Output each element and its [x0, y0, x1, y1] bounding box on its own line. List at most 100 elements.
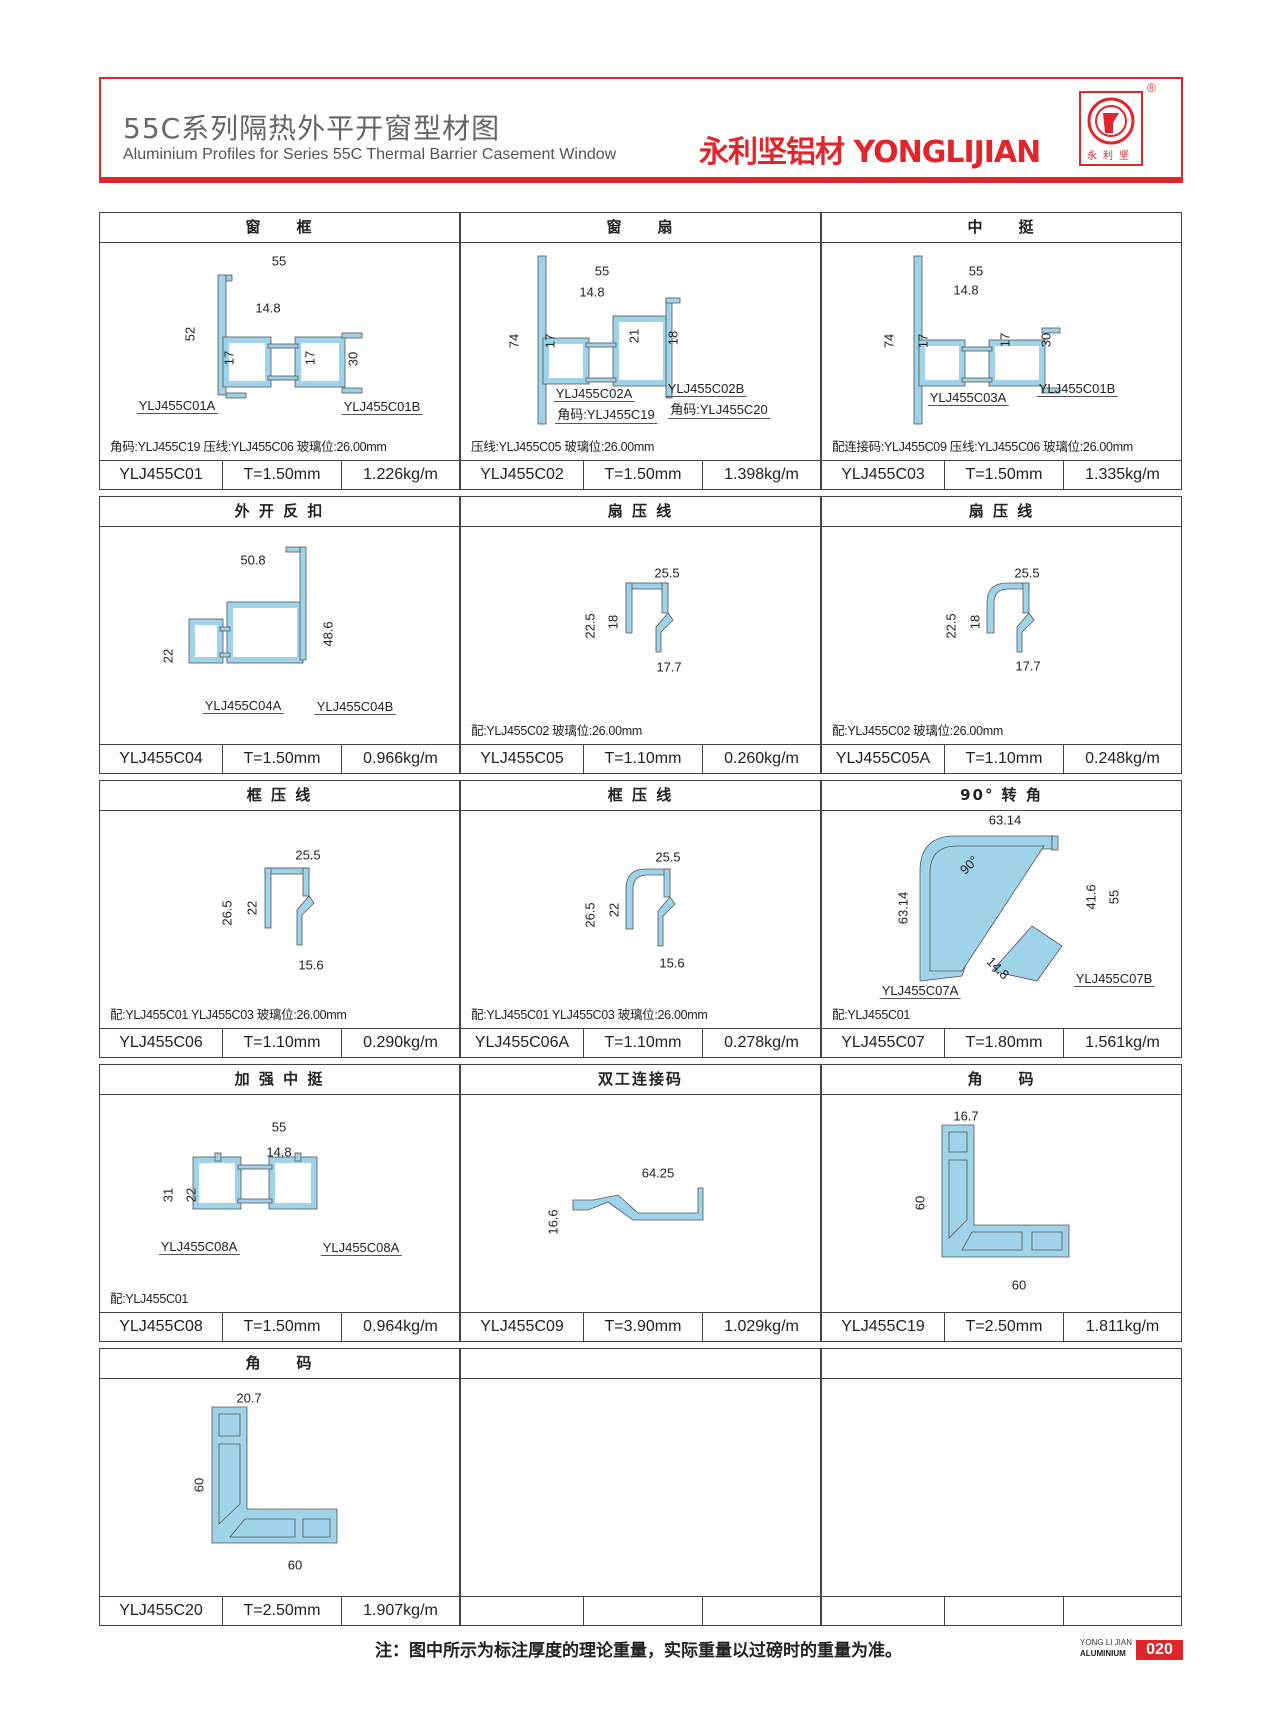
profile-section-icon	[919, 835, 1063, 982]
part-label: YLJ455C08A	[320, 1240, 402, 1256]
part-label: YLJ455C07B	[1073, 971, 1155, 987]
profile-part	[214, 1152, 222, 1162]
unit-weight: 1.811kg/m	[1085, 1318, 1160, 1335]
cell-title: 扇 压 线	[822, 497, 1181, 527]
dimension-label: 25.5	[1014, 565, 1040, 581]
unit-weight: 1.226kg/m	[363, 466, 438, 483]
unit-weight	[1064, 1597, 1181, 1625]
profile-part	[264, 867, 272, 929]
dimension-label: 74	[506, 333, 522, 349]
dimension-label: 20.7	[236, 1390, 262, 1406]
profile-part	[341, 387, 363, 394]
profile-section-icon	[572, 1187, 704, 1221]
registered-mark: ®	[1147, 81, 1156, 95]
profile-part	[961, 346, 993, 352]
spec-row	[822, 1596, 1181, 1625]
unit-weight: 0.964kg/m	[363, 1318, 438, 1335]
footnote: 注：图中所示为标注厚度的理论重量，实际重量以过磅时的重量为准。	[375, 1641, 902, 1661]
profile-code: YLJ455C05	[461, 745, 584, 773]
dimension-label: 50.8	[240, 552, 266, 568]
profile-part	[264, 867, 310, 875]
profile-part	[341, 332, 363, 339]
dimension-label: 16.7	[953, 1108, 979, 1124]
wall-thickness: T=1.10mm	[584, 745, 703, 773]
wall-thickness	[945, 1597, 1064, 1625]
dimension-label: 22	[160, 648, 176, 664]
page-badge: YONG LI JIAN ALUMINIUM 020	[1080, 1638, 1183, 1662]
brand-name: 永利坚铝材 YONGLIJIAN	[699, 135, 1041, 170]
profile-part	[218, 1413, 241, 1437]
dimension-label: 21	[626, 328, 642, 344]
dimension-label: 25.5	[295, 847, 321, 863]
wall-thickness: T=3.90mm	[584, 1313, 703, 1341]
profile-part	[1041, 327, 1061, 334]
part-label: YLJ455C04A	[202, 698, 284, 714]
wall-thickness: T=1.50mm	[223, 745, 342, 773]
dimension-label: 55	[271, 1119, 287, 1135]
profile-part	[218, 1443, 241, 1525]
profile-part	[655, 612, 674, 653]
profile-cell	[460, 1348, 821, 1626]
part-label: 角码:YLJ455C20	[668, 399, 770, 419]
part-label: YLJ455C02B	[665, 381, 747, 397]
profile-cell	[821, 1348, 1182, 1626]
unit-weight: 1.907kg/m	[363, 1602, 438, 1619]
cell-note: 压线:YLJ455C05 玻璃位:26.00mm	[471, 440, 655, 454]
profile-code	[461, 1597, 584, 1625]
cell-title: 双工连接码	[461, 1065, 820, 1095]
profile-code: YLJ455C08	[100, 1313, 223, 1341]
cell-title: 外 开 反 扣	[100, 497, 459, 527]
dimension-label: 55	[271, 253, 287, 269]
dimension-label: 18	[605, 614, 621, 630]
profile-part	[1016, 612, 1035, 653]
profile-part	[661, 582, 669, 614]
profile-part	[225, 392, 247, 399]
part-label: YLJ455C01B	[341, 399, 423, 415]
dimension-label: 30	[345, 351, 361, 367]
profile-part	[299, 546, 307, 661]
profile-code: YLJ455C01	[100, 461, 223, 489]
dimension-label: 22.5	[943, 613, 959, 639]
wall-thickness: T=1.10mm	[584, 1029, 703, 1057]
badge-brand: YONG LI JIAN	[1080, 1638, 1133, 1647]
profile-chamber	[227, 602, 303, 663]
unit-weight: 1.561kg/m	[1085, 1034, 1160, 1051]
dimension-label: 17	[221, 350, 237, 366]
page-title: 55C系列隔热外平开窗型材图	[123, 112, 501, 145]
profile-section-icon	[986, 582, 1035, 653]
unit-weight: 0.290kg/m	[363, 1034, 438, 1051]
cell-note: 配:YLJ455C01 YLJ455C03 玻璃位:26.00mm	[110, 1008, 347, 1022]
cell-title: 角 码	[100, 1349, 459, 1379]
dimension-label: 17.7	[656, 659, 682, 675]
profile-code: YLJ455C04	[100, 745, 223, 773]
dimension-label: 30	[1038, 332, 1054, 348]
profile-chamber	[269, 1157, 317, 1209]
dimension-label: 41.6	[1083, 884, 1099, 910]
profile-chamber	[295, 337, 345, 387]
dimension-label: 25.5	[655, 849, 681, 865]
dimension-label: 26.5	[219, 900, 235, 926]
dimension-label: 60	[287, 1557, 303, 1573]
brand-logo-icon: 永利坚	[1079, 91, 1143, 166]
dimension-label: 17	[915, 333, 931, 349]
part-label: YLJ455C01B	[1036, 381, 1118, 397]
cell-title: 90° 转 角	[822, 781, 1181, 811]
profile-part	[665, 297, 681, 304]
profile-chamber	[223, 337, 271, 387]
wall-thickness: T=2.50mm	[945, 1313, 1064, 1341]
profile-section-icon	[625, 582, 674, 653]
profile-chamber	[543, 338, 589, 384]
wall-thickness: T=1.10mm	[945, 745, 1064, 773]
